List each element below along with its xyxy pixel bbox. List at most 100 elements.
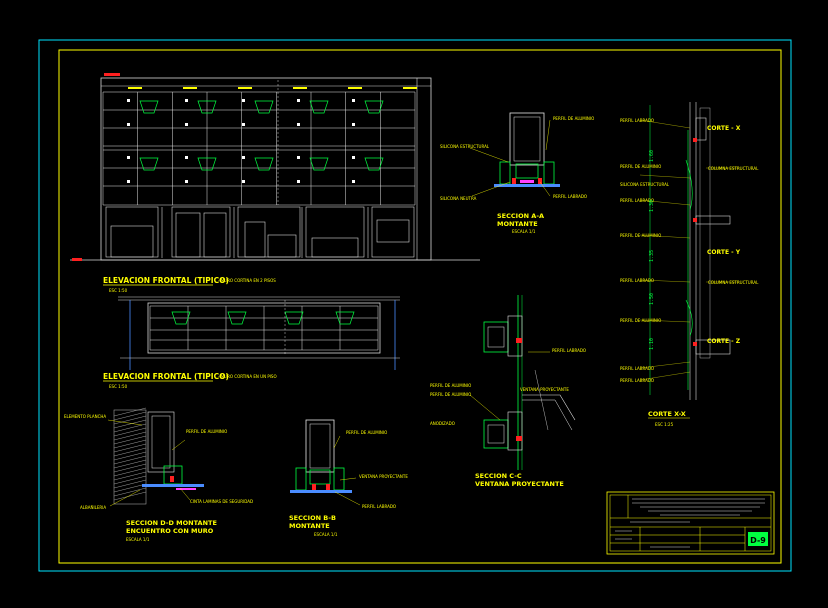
sheet-border bbox=[58, 49, 782, 564]
curtain-wall-grid bbox=[102, 87, 417, 206]
wall-outline bbox=[113, 409, 147, 505]
anchor-mark bbox=[352, 99, 355, 102]
level-tag bbox=[238, 87, 252, 89]
note-silicona-estructural: SILICONA ESTRUCTURAL bbox=[440, 144, 490, 149]
projecting-window bbox=[197, 157, 217, 171]
elevation-2-title: ELEVACION FRONTAL (TIPICO) bbox=[103, 372, 229, 381]
title-block bbox=[606, 491, 775, 555]
corte-note-2: PERFIL DE ALUMINIO bbox=[620, 164, 661, 169]
hatch-line bbox=[113, 435, 147, 445]
corte-xx-detail bbox=[639, 102, 740, 400]
anchor-mark bbox=[127, 156, 130, 159]
anchor-mark bbox=[352, 123, 355, 126]
anchor-mark bbox=[127, 180, 130, 183]
hatch-line bbox=[113, 483, 147, 493]
level-tag bbox=[183, 87, 197, 89]
note-silicona-neutra: SILICONA NEUTRA bbox=[440, 196, 477, 201]
note-perfil-aluminio-bb: PERFIL DE ALUMINIO bbox=[346, 430, 387, 435]
dim-2: 1.30 bbox=[649, 200, 655, 212]
hatch-line bbox=[113, 419, 147, 429]
hatch-line bbox=[113, 415, 147, 425]
section-aa-title: SECCION A-A bbox=[497, 212, 544, 220]
corte-note-4: PERFIL LABRADO bbox=[620, 198, 654, 203]
level-tag bbox=[293, 87, 307, 89]
elevation-1-scale: ESC 1:50 bbox=[109, 288, 128, 293]
note-anodizado: ANODIZADO bbox=[430, 421, 455, 426]
projecting-window bbox=[171, 311, 191, 325]
note-albanileria: ALBAÑILERIA bbox=[80, 505, 106, 510]
corte-note-6: PERFIL LABRADO bbox=[620, 278, 654, 283]
anchor-mark bbox=[185, 99, 188, 102]
outer-frame bbox=[38, 39, 792, 572]
section-dd-title: SECCION D-D MONTANTE bbox=[126, 519, 217, 527]
level-tag bbox=[348, 87, 362, 89]
dim-3: 1.35 bbox=[649, 250, 655, 262]
hatch-line bbox=[113, 459, 147, 469]
hatch-line bbox=[113, 447, 147, 457]
projecting-window bbox=[254, 100, 274, 114]
anchor-mark bbox=[242, 123, 245, 126]
note-perfil-aluminio-cc-1: PERFIL DE ALUMINIO bbox=[430, 383, 471, 388]
anchor-mark bbox=[127, 123, 130, 126]
elevation-2-drawing bbox=[118, 296, 400, 370]
projecting-window bbox=[309, 100, 329, 114]
elevation-2-subtitle: - MURO CORTINA EN UN PISO bbox=[218, 374, 277, 379]
projecting-window bbox=[139, 100, 159, 114]
sheet-id-badge: D-9 bbox=[750, 536, 766, 545]
anchor-mark bbox=[185, 156, 188, 159]
section-bb-scale: ESCALA 1/1 bbox=[314, 532, 338, 537]
note-elemento-plancha: ELEMENTO PLANCHA bbox=[64, 414, 106, 419]
corte-note-7: PERFIL DE ALUMINIO bbox=[620, 318, 661, 323]
elevation-1-subtitle: - MURO CORTINA EN 2 PISOS bbox=[218, 278, 276, 283]
dim-4: 1.50 bbox=[649, 293, 655, 305]
projecting-window bbox=[197, 100, 217, 114]
anchor-mark bbox=[242, 180, 245, 183]
corte-xx-title: CORTE X-X bbox=[648, 410, 686, 418]
section-dd-scale: ESCALA 1/1 bbox=[126, 537, 150, 542]
level-tag bbox=[128, 87, 142, 89]
section-bb-subtitle: MONTANTE bbox=[289, 522, 330, 530]
hatch-line bbox=[113, 467, 147, 477]
projecting-window bbox=[139, 157, 159, 171]
anchor-mark bbox=[297, 99, 300, 102]
hatch-line bbox=[113, 407, 147, 417]
corte-note-1: PERFIL LABRADO bbox=[620, 118, 654, 123]
note-ventana-proyectante-bb: VENTANA PROYECTANTE bbox=[359, 474, 408, 479]
projecting-window bbox=[227, 311, 247, 325]
note-perfil-labrado: PERFIL LABRADO bbox=[553, 194, 587, 199]
anchor-mark bbox=[352, 156, 355, 159]
corte-note-8: PERFIL LABRADO bbox=[620, 366, 654, 371]
corte-y-label: CORTE - Y bbox=[707, 249, 741, 256]
section-cc-title: SECCION C-C bbox=[475, 472, 522, 480]
projecting-window bbox=[364, 100, 384, 114]
hatch-line bbox=[113, 455, 147, 465]
corte-note-9: PERFIL LABRADO bbox=[620, 378, 654, 383]
projecting-window bbox=[284, 311, 304, 325]
anchor-mark bbox=[297, 156, 300, 159]
section-aa-subtitle: MONTANTE bbox=[497, 220, 538, 228]
hatch-line bbox=[113, 439, 147, 449]
section-cc-detail bbox=[469, 295, 576, 470]
projecting-window bbox=[364, 157, 384, 171]
corte-note-3: SILICONA ESTRUCTURAL bbox=[620, 182, 670, 187]
hatch-line bbox=[113, 487, 147, 497]
corte-x-label: CORTE - X bbox=[707, 125, 741, 132]
anchor-mark bbox=[297, 180, 300, 183]
section-bb-title: SECCION B-B bbox=[289, 514, 336, 522]
anchor-mark bbox=[185, 180, 188, 183]
anchor-mark bbox=[297, 123, 300, 126]
anchor-mark bbox=[127, 99, 130, 102]
note-perfil-aluminio: PERFIL DE ALUMINIO bbox=[553, 116, 594, 121]
corte-xx-scale: ESC 1:25 bbox=[655, 422, 674, 427]
dim-1: 1.60 bbox=[649, 150, 655, 162]
note-columna-2: COLUMNA ESTRUCTURAL bbox=[708, 280, 759, 285]
section-cc-subtitle: VENTANA PROYECTANTE bbox=[475, 480, 564, 488]
projecting-window bbox=[309, 157, 329, 171]
hatch-line bbox=[113, 423, 147, 433]
note-ventana-proyectante: VENTANA PROYECTANTE bbox=[520, 387, 569, 392]
note-columna-1: COLUMNA ESTRUCTURAL bbox=[708, 166, 759, 171]
hatch-line bbox=[113, 427, 147, 437]
hatch-line bbox=[113, 479, 147, 489]
elevation-1-title: ELEVACION FRONTAL (TIPICO) bbox=[103, 276, 229, 285]
hatch-line bbox=[113, 451, 147, 461]
